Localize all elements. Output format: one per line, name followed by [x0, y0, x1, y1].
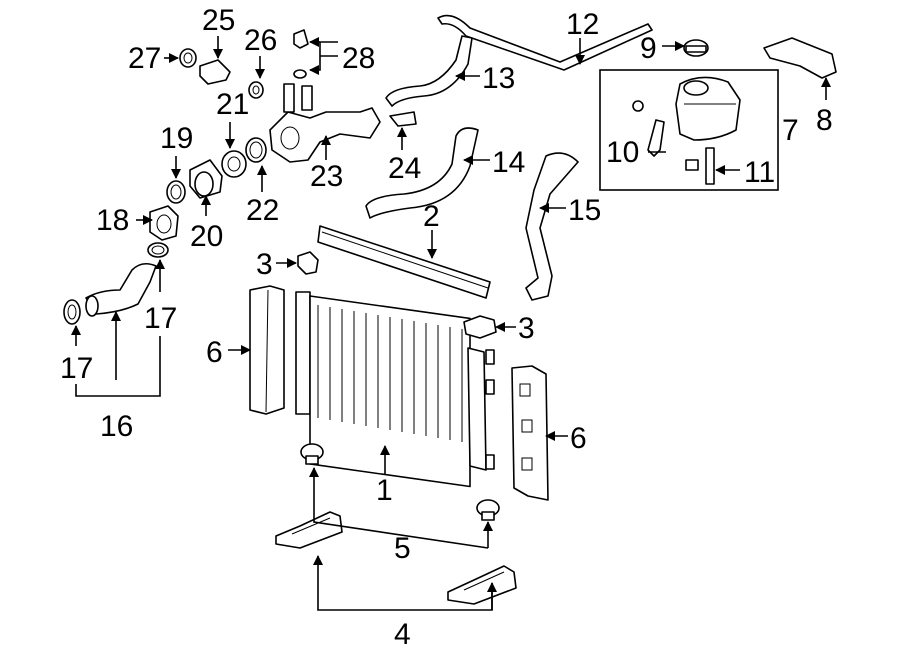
callout-14: 14 — [492, 146, 525, 179]
callout-13: 13 — [482, 62, 515, 95]
reservoir-hose — [647, 119, 665, 157]
radiator-bracket-upper — [297, 251, 319, 275]
callout-6-left: 6 — [206, 336, 223, 369]
callout-28: 28 — [342, 42, 375, 75]
callout-11: 11 — [744, 156, 775, 189]
seal-27 — [179, 48, 197, 68]
callout-7: 7 — [782, 114, 799, 147]
callout-15: 15 — [568, 194, 601, 227]
callout-5: 5 — [394, 532, 411, 565]
washer-26 — [248, 81, 264, 99]
temperature-sensor — [199, 59, 231, 85]
side-baffle-left — [249, 285, 285, 415]
upper-air-baffle — [317, 225, 491, 299]
gasket-19 — [166, 180, 186, 204]
seal-left — [63, 299, 81, 325]
callout-3-right: 3 — [518, 312, 535, 345]
callout-labels: 1 2 3 3 4 5 6 6 7 8 9 10 11 12 13 14 15 … — [60, 4, 833, 651]
lower-support-left — [275, 511, 343, 549]
callout-22: 22 — [246, 194, 279, 227]
callout-9: 9 — [640, 32, 657, 65]
coolant-reservoir — [675, 76, 741, 141]
callout-6-right: 6 — [570, 422, 587, 455]
insulator-left — [300, 443, 324, 465]
reservoir-bracket — [763, 37, 837, 79]
upper-radiator-hose — [365, 127, 479, 219]
callout-2: 2 — [423, 200, 440, 233]
water-outlet-assembly — [269, 83, 381, 163]
callout-21: 21 — [216, 88, 249, 121]
plug-28 — [293, 29, 309, 49]
insulator-right — [476, 499, 500, 521]
o-ring-28 — [293, 69, 307, 79]
gasket-22 — [245, 137, 267, 163]
seal-right — [147, 242, 169, 258]
radiator — [295, 291, 495, 488]
hose-clip — [389, 111, 417, 127]
callout-17-left: 17 — [60, 352, 93, 385]
callout-10: 10 — [606, 136, 639, 169]
leader-lines — [71, 36, 831, 611]
side-baffle-right — [511, 365, 549, 501]
lower-support-right — [447, 565, 517, 605]
callout-12: 12 — [566, 8, 599, 41]
reservoir-group-box — [599, 69, 779, 191]
callout-17-right: 17 — [144, 302, 177, 335]
callout-19: 19 — [160, 122, 193, 155]
outlet-housing — [149, 205, 179, 241]
callout-1: 1 — [376, 474, 393, 507]
callout-3-left: 3 — [256, 248, 273, 281]
thermostat — [221, 150, 247, 178]
callout-27: 27 — [128, 42, 161, 75]
radiator-bracket-right — [463, 315, 497, 339]
overflow-hose — [437, 14, 653, 71]
outlet-pipe — [85, 262, 157, 317]
callout-18: 18 — [96, 204, 129, 237]
callout-8: 8 — [816, 104, 833, 137]
reservoir-clamp — [632, 100, 644, 112]
callout-23: 23 — [310, 160, 343, 193]
thermostat-housing — [189, 159, 223, 199]
callout-16: 16 — [100, 410, 133, 443]
callout-26: 26 — [244, 24, 277, 57]
reservoir-fitting — [685, 147, 715, 185]
lower-radiator-hose — [525, 152, 579, 301]
callout-24: 24 — [388, 152, 421, 185]
reservoir-cap — [683, 39, 709, 57]
callout-4: 4 — [394, 618, 411, 651]
callout-20: 20 — [190, 220, 223, 253]
bypass-hose — [385, 35, 473, 107]
callout-25: 25 — [202, 4, 235, 37]
